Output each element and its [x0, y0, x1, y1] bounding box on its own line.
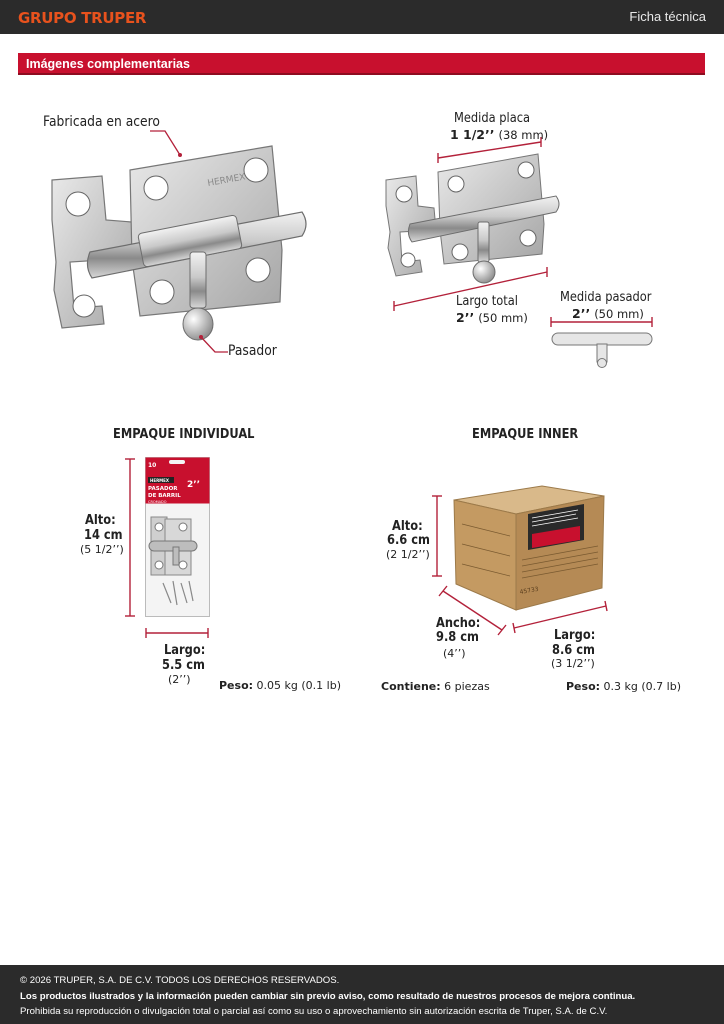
footer-prohibition: Prohibida su reproducción o divulgación …	[20, 1006, 608, 1017]
inner-contains: Contiene: 6 piezas	[381, 680, 490, 693]
individual-height-cm: 14 cm	[84, 528, 123, 543]
inner-length-label: Largo:	[554, 628, 596, 643]
material-label: Fabricada en acero	[43, 114, 160, 130]
individual-weight-label: Peso:	[219, 679, 254, 692]
box-code: 45733	[519, 586, 539, 596]
total-length-value: 2’’ (50 mm)	[456, 310, 528, 325]
footer-copyright: © 2026 TRUPER, S.A. DE C.V. TODOS LOS DE…	[20, 975, 340, 986]
total-length-mm: (50 mm)	[478, 311, 528, 325]
material-callout-line	[150, 130, 228, 353]
top-bar: GRUPO TRUPER Ficha técnica	[0, 0, 724, 34]
individual-weight-value: 0.05 kg (0.1 lb)	[256, 679, 341, 692]
inner-height-label: Alto:	[392, 519, 423, 534]
individual-height-in: (5 1/2’’)	[80, 543, 124, 556]
inner-weight: Peso: 0.3 kg (0.7 lb)	[566, 680, 681, 693]
card-count: 10	[148, 462, 156, 469]
total-length-in: 2’’	[456, 310, 475, 325]
footer-notice: Los productos ilustrados y la informació…	[20, 991, 636, 1002]
inner-box-image: 45733	[453, 485, 605, 611]
individual-pack-dimensions	[125, 458, 209, 638]
dimension-lines-product	[393, 137, 653, 327]
inner-length-cm: 8.6 cm	[552, 643, 595, 658]
card-title-line-1: PASADOR	[148, 486, 178, 492]
individual-length-cm: 5.5 cm	[162, 658, 205, 673]
brand-logo: GRUPO TRUPER	[18, 9, 147, 27]
inner-pack-dimensions	[432, 495, 608, 636]
inner-weight-value: 0.3 kg (0.7 lb)	[603, 680, 681, 693]
inner-contains-value: 6 piezas	[444, 680, 490, 693]
pin-measure-mm: (50 mm)	[594, 307, 644, 321]
plate-measure-value: 1 1/2’’ (38 mm)	[450, 127, 548, 142]
individual-length-label: Largo:	[164, 643, 206, 658]
barrel-bolt-small-image	[385, 153, 560, 284]
individual-weight: Peso: 0.05 kg (0.1 lb)	[219, 679, 341, 692]
section-title: Imágenes complementarias	[26, 57, 190, 71]
inner-height-in: (2 1/2’’)	[386, 548, 430, 561]
inner-contains-label: Contiene:	[381, 680, 441, 693]
inner-width-in: (4’’)	[443, 647, 466, 660]
plate-measure-in: 1 1/2’’	[450, 127, 495, 142]
plate-measure-label: Medida placa	[454, 111, 531, 126]
total-length-label: Largo total	[456, 294, 518, 309]
section-title-bar: Imágenes complementarias	[18, 53, 705, 75]
pin-measure-in: 2’’	[572, 306, 591, 321]
inner-pack-title: EMPAQUE INNER	[472, 427, 579, 442]
card-brand: HERMEX	[150, 478, 169, 483]
pin-drawing	[551, 332, 653, 368]
plate-measure-mm: (38 mm)	[498, 128, 549, 142]
pin-label: Pasador	[228, 343, 277, 359]
card-finish: CROMADO	[148, 500, 167, 504]
barrel-bolt-large-image: HERMEX	[51, 145, 307, 341]
individual-length-in: (2’’)	[168, 673, 191, 686]
document-type: Ficha técnica	[629, 9, 706, 24]
footer: © 2026 TRUPER, S.A. DE C.V. TODOS LOS DE…	[0, 965, 724, 1024]
card-size: 2’’	[187, 480, 200, 490]
pin-measure-label: Medida pasador	[560, 290, 652, 305]
blister-card-image: 10 HERMEX PASADOR DE BARRIL 2’’ CROMADO	[145, 457, 210, 617]
inner-width-label: Ancho:	[436, 616, 481, 631]
card-title-line-2: DE BARRIL	[148, 493, 181, 499]
inner-length-in: (3 1/2’’)	[551, 657, 595, 670]
inner-height-cm: 6.6 cm	[387, 533, 430, 548]
individual-pack-title: EMPAQUE INDIVIDUAL	[113, 427, 255, 442]
pin-measure-value: 2’’ (50 mm)	[572, 306, 644, 321]
inner-weight-label: Peso:	[566, 680, 601, 693]
inner-width-cm: 9.8 cm	[436, 630, 479, 645]
